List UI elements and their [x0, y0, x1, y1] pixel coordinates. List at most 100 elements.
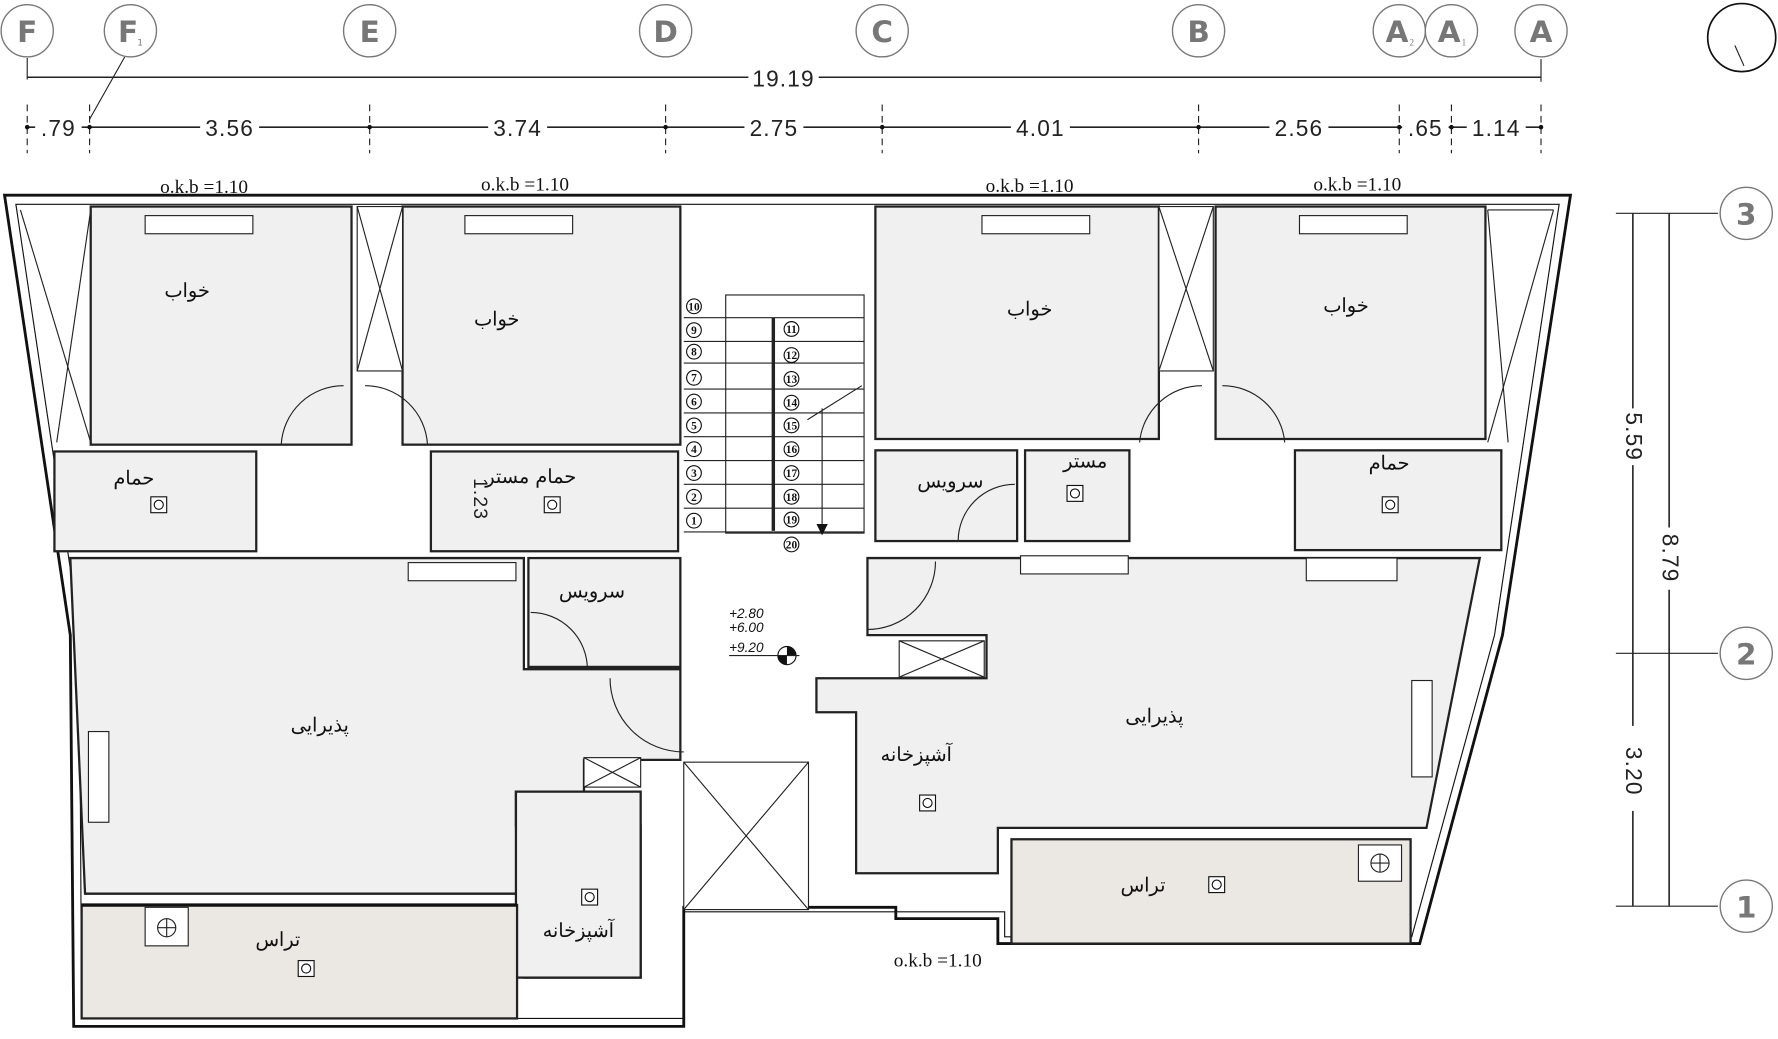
kitchen-left — [514, 790, 642, 979]
svg-text:2: 2 — [691, 492, 697, 504]
stair-number-3: 3 — [686, 465, 702, 481]
stair-number-16: 16 — [783, 441, 800, 458]
bedroom-left-2 — [401, 205, 682, 446]
floor-drain-icon — [1208, 876, 1226, 894]
dimension-label: .65 — [1408, 115, 1443, 141]
svg-text:12: 12 — [786, 350, 798, 362]
stair-number-5: 5 — [686, 417, 702, 434]
grid-axes-right: 5.59 3.20 8.79 3 2 1 — [1615, 186, 1774, 933]
svg-text:8: 8 — [691, 347, 697, 359]
dimension-label: 1.14 — [1472, 115, 1521, 141]
svg-text:5: 5 — [691, 420, 697, 432]
svg-text:A: A — [1530, 15, 1553, 49]
radiator-icon — [144, 215, 254, 235]
svg-text:3: 3 — [1736, 198, 1757, 232]
window-sill-label: o.k.b =1.10 — [986, 176, 1074, 197]
grid-bubble-B: B — [1171, 4, 1226, 58]
door-swing — [957, 483, 1015, 542]
dimension-label: .79 — [41, 115, 76, 141]
stair-number-6: 6 — [686, 393, 702, 410]
stair-number-11: 11 — [783, 321, 800, 337]
svg-text:1: 1 — [1462, 38, 1467, 48]
grid-bubble-A: A — [1514, 4, 1568, 58]
svg-text:1: 1 — [137, 39, 143, 49]
dimension-overall: 19.19 — [27, 59, 1542, 91]
dim-1-23: 1.23 — [469, 478, 490, 520]
stair-number-7: 7 — [686, 369, 702, 386]
label-bedroom: خواب — [1007, 297, 1052, 320]
stair-number-10: 10 — [686, 298, 702, 315]
stair-number-14: 14 — [783, 394, 800, 411]
radiator-icon — [464, 215, 574, 235]
svg-text:11: 11 — [786, 324, 797, 336]
label-master-bath: حمام مستر — [484, 465, 576, 488]
wc-right — [874, 449, 1019, 543]
svg-text:A: A — [1386, 15, 1409, 49]
wc-left — [527, 556, 682, 669]
door-swing — [280, 385, 344, 445]
svg-text:15: 15 — [786, 420, 798, 432]
label-terrace: تراس — [1121, 873, 1166, 896]
stair-number-9: 9 — [686, 322, 702, 339]
door-swing — [609, 678, 684, 753]
svg-text:14: 14 — [786, 398, 798, 410]
north-arrow-icon — [1706, 2, 1777, 73]
floor-drain-icon — [150, 496, 168, 514]
window-sill-label: o.k.b =1.10 — [481, 175, 569, 196]
label-bedroom: خواب — [1323, 294, 1368, 317]
svg-text:16: 16 — [786, 444, 798, 456]
dim-5-59: 5.59 — [1621, 412, 1647, 461]
bedroom-right-2 — [1214, 205, 1487, 441]
bedroom-left-1 — [89, 205, 353, 446]
svg-text:B: B — [1187, 15, 1209, 49]
radiator-icon — [407, 562, 517, 582]
svg-text:A: A — [1438, 15, 1461, 49]
radiator-icon — [1298, 215, 1408, 235]
living-right — [815, 556, 1482, 875]
dimension-label: 3.74 — [493, 115, 542, 141]
svg-text:6: 6 — [691, 397, 697, 409]
svg-text:19.19: 19.19 — [752, 65, 814, 91]
svg-text:1: 1 — [691, 516, 697, 528]
radiator-icon — [1411, 679, 1433, 778]
svg-text:20: 20 — [786, 539, 798, 551]
stair-number-19: 19 — [783, 511, 800, 528]
label-kitchen: آشپزخانه — [543, 919, 615, 942]
door-swing — [530, 611, 588, 670]
drain-icon — [1357, 844, 1403, 882]
stair-number-8: 8 — [686, 343, 702, 360]
grid-bubble-1: 1 — [1719, 879, 1774, 933]
floor-drain-icon — [581, 888, 599, 906]
svg-text:2: 2 — [1736, 638, 1757, 672]
svg-text:10: 10 — [688, 301, 700, 313]
stair-number-4: 4 — [686, 441, 702, 458]
dimension-label: 4.01 — [1016, 115, 1065, 141]
stair-number-17: 17 — [783, 465, 800, 481]
svg-text:9: 9 — [691, 325, 697, 337]
svg-text:C: C — [871, 15, 893, 49]
label-bedroom: خواب — [474, 308, 519, 331]
door-swing — [1139, 385, 1202, 443]
svg-text:17: 17 — [786, 468, 798, 480]
floor-drains — [150, 484, 1399, 978]
floor-drain-icon — [919, 794, 937, 812]
svg-text:E: E — [360, 15, 380, 49]
svg-text:3: 3 — [691, 468, 697, 480]
label-kitchen: آشپزخانه — [881, 743, 953, 766]
svg-text:F: F — [118, 15, 138, 49]
grid-bubble-D: D — [638, 4, 693, 58]
floor-drain-icon — [543, 496, 561, 514]
level-mark: +6.00 — [729, 620, 764, 635]
stair-number-1: 1 — [686, 512, 702, 529]
grid-bubble-2: 2 — [1719, 626, 1774, 681]
room-labels: خواب خواب خواب خواب حمام حمام حمام مستر … — [113, 175, 1409, 972]
left-unit — [19, 205, 684, 1020]
floor-drain-icon — [297, 960, 315, 978]
right-unit — [815, 205, 1555, 945]
svg-text:18: 18 — [786, 492, 798, 504]
window-sill-label: o.k.b =1.10 — [1313, 175, 1401, 196]
